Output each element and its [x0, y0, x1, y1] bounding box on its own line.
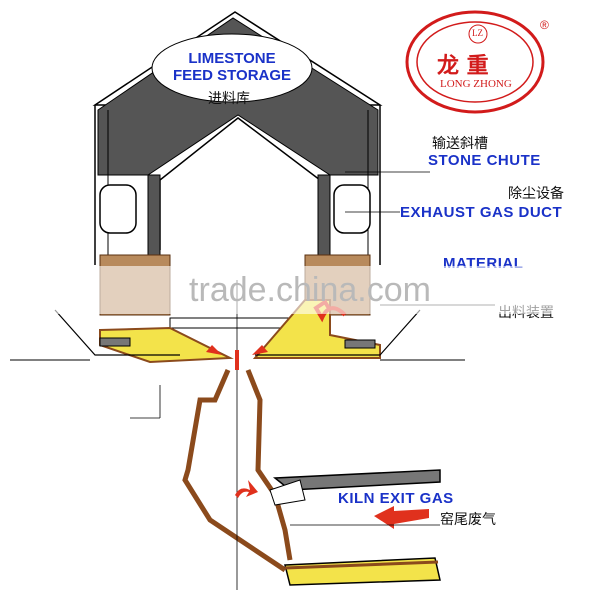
right-exhaust-duct: [333, 184, 371, 234]
right-stone-chute: [317, 174, 331, 256]
kiln-inlet-hood: [269, 479, 306, 506]
kiln-gas-label-cn: 窑尾废气: [440, 512, 496, 528]
left-pusher: [99, 337, 131, 347]
logo-text-cn: 龙 重: [437, 53, 489, 79]
storage-label-cn: 进料库: [208, 91, 250, 107]
storage-label-ellipse: [151, 33, 313, 103]
chute-label-cn: 输送斜槽: [432, 136, 488, 152]
exhaust-label-cn: 除尘设备: [508, 186, 564, 202]
flow-arrow-left: [206, 345, 222, 355]
flow-arrow-riser: [235, 480, 258, 498]
registered-mark: ®: [540, 18, 549, 32]
transfer-duct-left-wall: [182, 369, 287, 573]
right-pusher: [344, 339, 376, 349]
left-stone-chute: [147, 174, 161, 256]
transfer-duct-right-wall: [245, 369, 293, 561]
logo-oval: [405, 10, 545, 114]
chute-label-en: STONE CHUTE: [428, 152, 541, 169]
logo-mark: LZ: [472, 28, 483, 38]
kiln-gas-label-en: KILN EXIT GAS: [338, 490, 454, 507]
kiln-upper-lining: [284, 560, 439, 570]
exhaust-label-en: EXHAUST GAS DUCT: [400, 204, 563, 221]
logo-badge: [468, 24, 488, 44]
right-strut: [255, 309, 421, 356]
left-exhaust-duct: [99, 184, 137, 234]
watermark: trade.china.com: [40, 266, 580, 314]
kiln-gas-arrow: [374, 506, 429, 529]
logo-text-en: LONG ZHONG: [440, 78, 512, 90]
storage-label-line2: FEED STORAGE: [172, 67, 292, 84]
logo-inner-oval: [416, 21, 534, 103]
storage-label-line1: LIMESTONE: [188, 50, 276, 67]
left-strut: [54, 309, 180, 356]
flow-arrow-right: [252, 345, 268, 355]
